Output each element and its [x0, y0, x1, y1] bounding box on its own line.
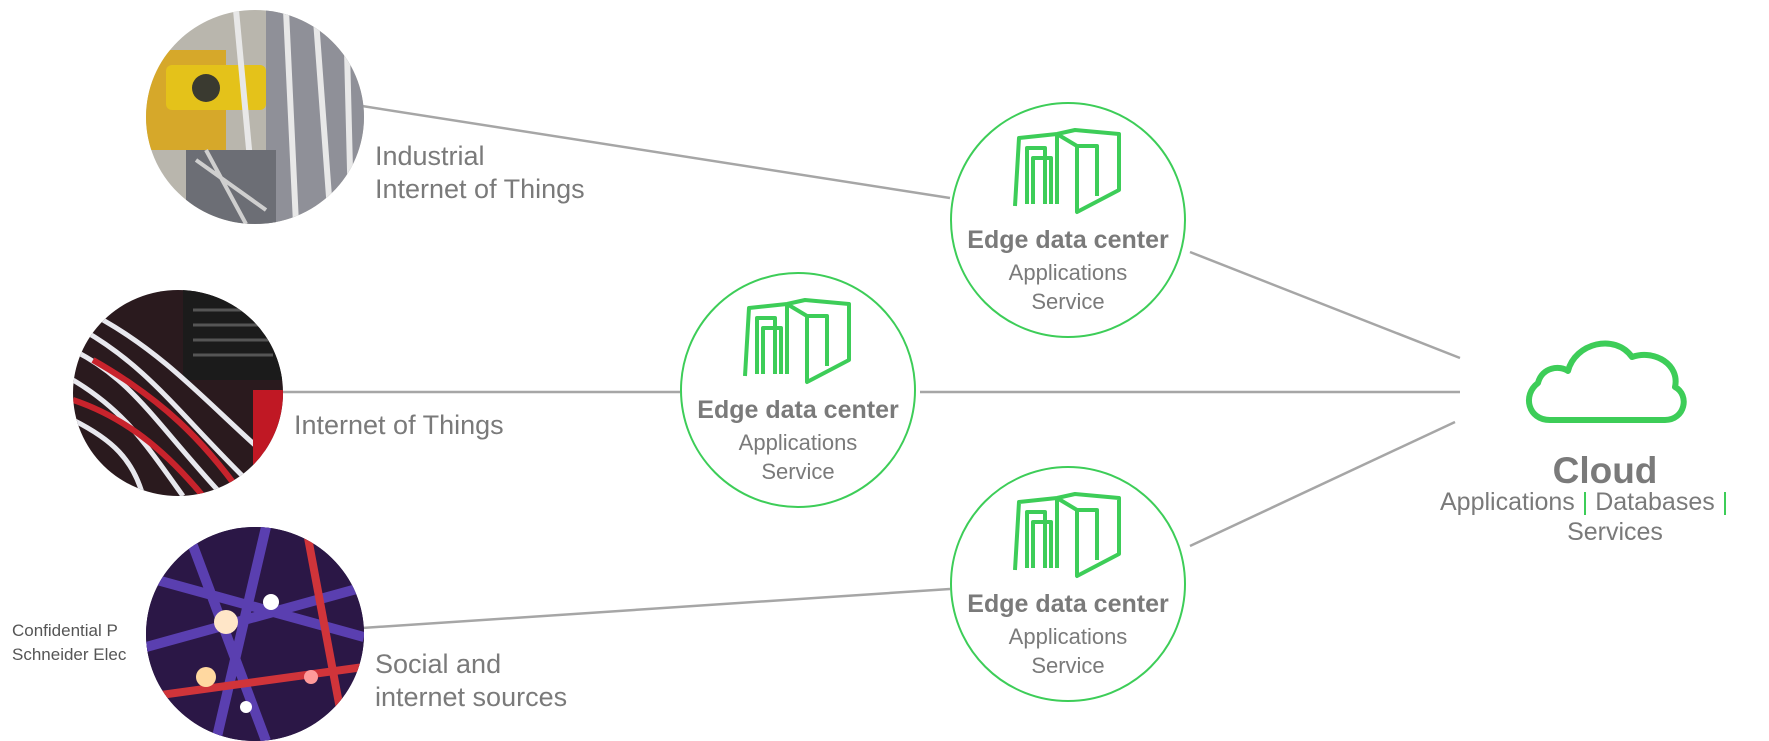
link-social-edge: [361, 587, 951, 630]
edge-data-center-middle: Edge data center Applications Service: [680, 272, 916, 508]
iot-photo: [73, 290, 283, 496]
link-edge1-cloud: [1189, 250, 1461, 360]
social-sources-photo-overlay: [146, 527, 364, 741]
industrial-iot-photo: [146, 10, 364, 224]
cloud-icon: [1526, 340, 1687, 423]
source-label-line1: Social and: [375, 649, 502, 679]
cloud-item-databases: Databases: [1595, 488, 1715, 516]
source-label-line2: Internet of Things: [375, 174, 585, 204]
confidentiality-line1: Confidential P: [12, 621, 118, 640]
source-label-industrial-iot: Industrial Internet of Things: [375, 140, 585, 206]
edge-data-center-top: Edge data center Applications Service: [950, 102, 1186, 338]
source-label-line1: Internet of Things: [294, 410, 504, 440]
source-label-social: Social and internet sources: [375, 648, 567, 714]
link-iiot-edge: [361, 104, 951, 200]
cloud-item-applications: Applications: [1440, 488, 1575, 516]
edge-data-center-icon: [1013, 492, 1121, 578]
edge-title: Edge data center: [697, 396, 899, 424]
cloud-item-services: Services: [1567, 518, 1663, 546]
separator: |: [1581, 488, 1589, 516]
cloud-title: Cloud: [1552, 450, 1658, 491]
link-edge3-cloud: [1189, 420, 1456, 548]
edge-title: Edge data center: [967, 590, 1169, 618]
edge-title: Edge data center: [967, 226, 1169, 254]
edge-subtitle: Applications Service: [738, 430, 858, 484]
edge-data-center-icon: [1013, 128, 1121, 214]
edge-data-center-icon: [743, 298, 851, 384]
edge-data-center-bottom: Edge data center Applications Service: [950, 466, 1186, 702]
edge-subtitle: Applications Service: [1008, 260, 1128, 314]
source-label-line2: internet sources: [375, 682, 568, 712]
source-label-iot: Internet of Things: [294, 409, 504, 442]
source-label-line1: Industrial: [375, 141, 485, 171]
confidentiality-line2: Schneider Elec: [12, 645, 127, 664]
separator: |: [1721, 488, 1729, 516]
confidentiality-note: Confidential P Schneider Elec: [12, 619, 126, 667]
edge-subtitle: Applications Service: [1008, 624, 1128, 678]
cloud-services-line: Applications | Databases |: [1440, 486, 1769, 518]
